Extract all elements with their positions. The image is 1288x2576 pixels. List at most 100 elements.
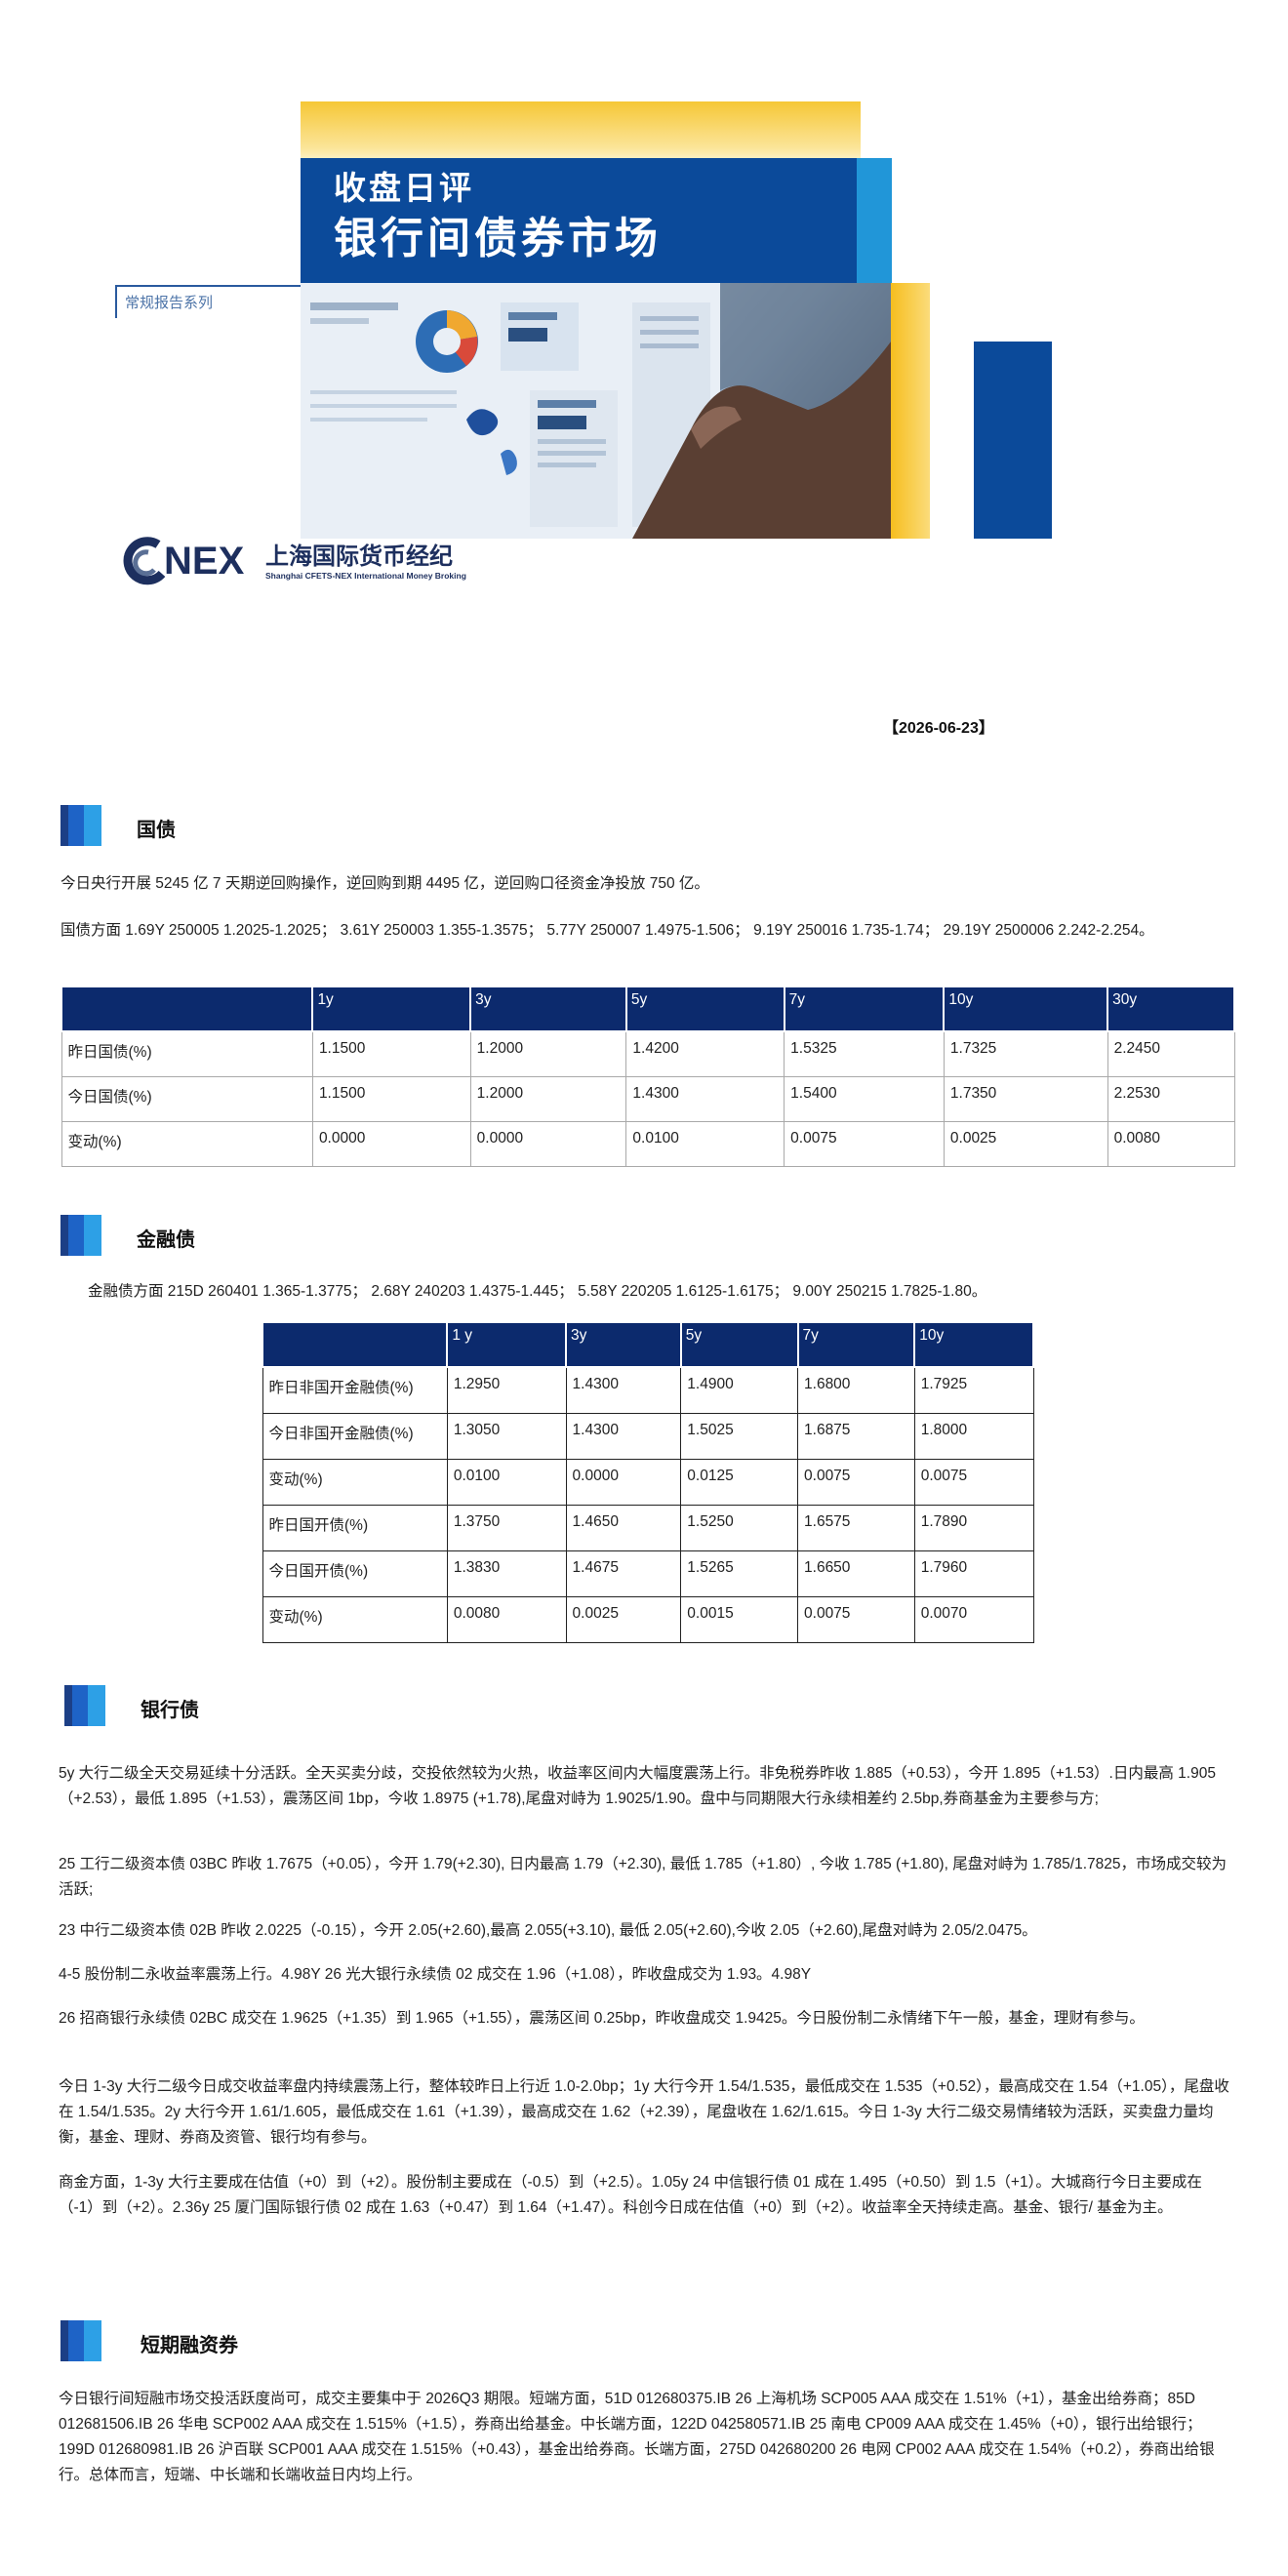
table-cell: 0.0125 bbox=[680, 1458, 799, 1506]
table-cell: 0.0075 bbox=[797, 1595, 915, 1643]
table-row: 昨日国开债(%) 1.3750 1.4650 1.5250 1.6575 1.7… bbox=[262, 1504, 1034, 1551]
table-cell: 1.7960 bbox=[913, 1550, 1034, 1597]
table-cell: 0.0080 bbox=[1107, 1120, 1235, 1167]
table-cell: 1.3830 bbox=[446, 1550, 567, 1597]
section-title-short: 短期融资券 bbox=[141, 2335, 238, 2356]
section-header-bank: 银行债 bbox=[64, 1685, 357, 1728]
cover-yellow-band bbox=[301, 101, 861, 160]
table-cell: 1.4900 bbox=[680, 1366, 799, 1414]
table-header-cell: 7y bbox=[783, 986, 946, 1032]
table-cell: 1.5325 bbox=[784, 1030, 945, 1077]
table-header-cell: 30y bbox=[1107, 986, 1235, 1032]
table-cell: 今日国开债(%) bbox=[262, 1550, 448, 1597]
series-label: 常规报告系列 bbox=[125, 295, 214, 311]
table-cell: 1.4300 bbox=[565, 1366, 682, 1414]
table-cell: 0.0080 bbox=[446, 1595, 567, 1643]
table-header-cell bbox=[60, 986, 314, 1032]
table-cell: 变动(%) bbox=[262, 1595, 448, 1643]
table-header-cell: 5y bbox=[624, 986, 785, 1032]
table-cell: 0.0075 bbox=[797, 1458, 915, 1506]
table-cell: 0.0000 bbox=[565, 1458, 682, 1506]
table-cell: 1.6650 bbox=[797, 1550, 915, 1597]
table-cell: 0.0025 bbox=[565, 1595, 682, 1643]
fin-yield-table: 1 y 3y 5y 7y 10y 昨日非国开金融债(%) 1.2950 1.43… bbox=[261, 1321, 1034, 1643]
table-header-cell: 1y bbox=[311, 986, 472, 1032]
table-header-row: 1y 3y 5y 7y 10y 30y bbox=[60, 986, 1235, 1032]
section-title-bank: 银行债 bbox=[141, 1700, 199, 1721]
table-cell: 1.5265 bbox=[680, 1550, 799, 1597]
table-cell: 2.2450 bbox=[1107, 1030, 1235, 1077]
table-cell: 1.7350 bbox=[943, 1075, 1108, 1122]
table-cell: 今日国债(%) bbox=[60, 1075, 313, 1122]
table-cell: 0.0000 bbox=[469, 1120, 627, 1167]
report-date: 【2026-06-23】 bbox=[883, 720, 994, 737]
logo-text-nex: NEX bbox=[164, 540, 245, 583]
logo-text-cn: 上海国际货币经纪 bbox=[265, 543, 453, 570]
table-cell: 1.2000 bbox=[469, 1030, 627, 1077]
table-cell: 1.4300 bbox=[625, 1075, 785, 1122]
table-cell: 1.4300 bbox=[565, 1412, 682, 1460]
section-mark-icon bbox=[60, 1215, 101, 1256]
cover-cyan-strip bbox=[857, 158, 892, 283]
table-cell: 0.0075 bbox=[913, 1458, 1034, 1506]
table-cell: 1.7325 bbox=[943, 1030, 1108, 1077]
govt-yield-table: 1y 3y 5y 7y 10y 30y 昨日国债(%) 1.1500 1.200… bbox=[60, 986, 1235, 1167]
table-cell: 1.5025 bbox=[680, 1412, 799, 1460]
bank-para-3: 23 中行二级资本债 02B 昨收 2.0225（-0.15），今开 2.05(… bbox=[59, 1922, 1037, 1939]
govt-para-repo: 今日央行开展 5245 亿 7 天期逆回购操作，逆回购到期 4495 亿，逆回购… bbox=[60, 875, 709, 892]
table-cell: 1.7925 bbox=[913, 1366, 1034, 1414]
table-cell: 0.0000 bbox=[311, 1120, 471, 1167]
table-cell: 昨日国开债(%) bbox=[262, 1504, 448, 1551]
table-cell: 1.1500 bbox=[311, 1030, 471, 1077]
table-header-cell: 3y bbox=[469, 986, 627, 1032]
cover-title-line1: 收盘日评 bbox=[334, 170, 474, 206]
short-para-1: 今日银行间短融市场交投活跃度尚可，成交主要集中于 2026Q3 期限。短端方面，… bbox=[59, 2391, 1215, 2483]
section-title-govt: 国债 bbox=[137, 820, 176, 841]
bank-para-5: 26 招商银行永续债 02BC 成交在 1.9625（+1.35）到 1.965… bbox=[59, 2010, 1145, 2027]
table-row: 昨日非国开金融债(%) 1.2950 1.4300 1.4900 1.6800 … bbox=[262, 1366, 1034, 1414]
cover-title-band bbox=[301, 158, 862, 283]
table-row: 昨日国债(%) 1.1500 1.2000 1.4200 1.5325 1.73… bbox=[60, 1030, 1235, 1077]
table-row: 今日非国开金融债(%) 1.3050 1.4300 1.5025 1.6875 … bbox=[262, 1412, 1034, 1460]
table-cell: 1.6875 bbox=[797, 1412, 915, 1460]
table-cell: 1.8000 bbox=[913, 1412, 1034, 1460]
table-cell: 2.2530 bbox=[1107, 1075, 1235, 1122]
table-cell: 0.0070 bbox=[913, 1595, 1034, 1643]
table-cell: 昨日非国开金融债(%) bbox=[262, 1366, 448, 1414]
table-row: 变动(%) 0.0080 0.0025 0.0015 0.0075 0.0070 bbox=[262, 1595, 1034, 1643]
table-cell: 1.2950 bbox=[446, 1366, 567, 1414]
table-cell: 昨日国债(%) bbox=[60, 1030, 313, 1077]
cover-photo-tablet bbox=[301, 283, 891, 539]
table-row: 今日国开债(%) 1.3830 1.4675 1.5265 1.6650 1.7… bbox=[262, 1550, 1034, 1597]
nex-logo: NEX 上海国际货币经纪 Shanghai CFETS-NEX Internat… bbox=[119, 535, 500, 589]
nex-logo-image: NEX 上海国际货币经纪 Shanghai CFETS-NEX Internat… bbox=[123, 537, 466, 585]
table-cell: 1.2000 bbox=[469, 1075, 627, 1122]
govt-para-quotes: 国债方面 1.69Y 250005 1.2025-1.2025； 3.61Y 2… bbox=[60, 922, 1154, 939]
table-row: 今日国债(%) 1.1500 1.2000 1.4300 1.5400 1.73… bbox=[60, 1075, 1235, 1122]
table-cell: 0.0100 bbox=[446, 1458, 567, 1506]
table-header-cell bbox=[261, 1321, 449, 1368]
report-cover: 收盘日评 银行间债券市场 常规报告系列 bbox=[0, 0, 1288, 624]
table-cell: 0.0025 bbox=[943, 1120, 1108, 1167]
table-cell: 1.4675 bbox=[565, 1550, 682, 1597]
section-header-fin: 金融债 bbox=[60, 1215, 353, 1258]
bank-para-2: 25 工行二级资本债 03BC 昨收 1.7675（+0.05），今开 1.79… bbox=[59, 1856, 1228, 1898]
table-cell: 0.0100 bbox=[625, 1120, 785, 1167]
cover-title-line2: 银行间债券市场 bbox=[334, 215, 662, 262]
table-cell: 1.3050 bbox=[446, 1412, 567, 1460]
bank-para-4: 4-5 股份制二永收益率震荡上行。4.98Y 26 光大银行永续债 02 成交在… bbox=[59, 1966, 812, 1983]
cover-yellow-strip bbox=[891, 283, 930, 539]
table-cell: 1.4650 bbox=[565, 1504, 682, 1551]
cover-title: 收盘日评 银行间债券市场 bbox=[334, 168, 662, 269]
table-cell: 变动(%) bbox=[262, 1458, 448, 1506]
table-row: 变动(%) 0.0100 0.0000 0.0125 0.0075 0.0075 bbox=[262, 1458, 1034, 1506]
table-cell: 1.4200 bbox=[625, 1030, 785, 1077]
cover-blue-block bbox=[974, 342, 1052, 539]
tablet-dashboard-image bbox=[301, 283, 891, 539]
table-cell: 0.0075 bbox=[784, 1120, 945, 1167]
table-cell: 1.1500 bbox=[311, 1075, 471, 1122]
table-cell: 1.6575 bbox=[797, 1504, 915, 1551]
section-header-govt: 国债 bbox=[60, 805, 353, 848]
bank-para-1: 5y 大行二级全天交易延续十分活跃。全天买卖分歧，交投依然较为火热，收益率区间内… bbox=[59, 1765, 1216, 1807]
logo-text-en: Shanghai CFETS-NEX International Money B… bbox=[265, 571, 466, 581]
